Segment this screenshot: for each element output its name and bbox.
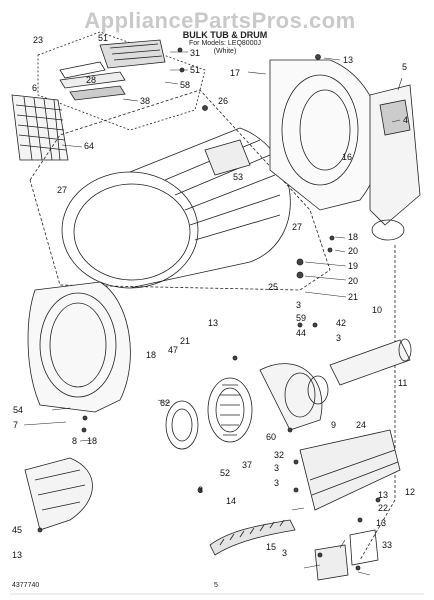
callout-15: 15 <box>266 542 277 552</box>
callout-14: 14 <box>226 496 237 506</box>
doc-number: 4377740 <box>12 582 40 589</box>
callout-4: 4 <box>403 115 409 125</box>
callout-5: 5 <box>402 62 408 72</box>
callout-28: 28 <box>86 75 97 85</box>
callout-51: 51 <box>190 65 201 75</box>
page-number: 5 <box>214 582 218 589</box>
callout-64: 64 <box>84 141 95 151</box>
callout-32: 32 <box>274 450 285 460</box>
callout-19: 19 <box>348 261 359 271</box>
callout-58: 58 <box>180 80 191 90</box>
callout-13: 13 <box>376 518 387 528</box>
callout-3: 3 <box>282 548 288 558</box>
lint-screen-box <box>37 31 206 131</box>
callout-22: 22 <box>378 503 389 513</box>
callout-23: 23 <box>33 35 44 45</box>
callout-8: 8 <box>72 436 78 446</box>
callout-62: 62 <box>160 398 171 408</box>
callout-18: 18 <box>146 350 157 360</box>
callout-3: 3 <box>336 333 342 343</box>
drum <box>61 127 291 289</box>
screws <box>37 47 381 571</box>
callout-20: 20 <box>348 276 359 286</box>
callout-11: 11 <box>398 378 408 388</box>
callout-7: 7 <box>13 420 19 430</box>
callout-3: 3 <box>274 478 280 488</box>
callout-44: 44 <box>296 328 307 338</box>
callout-13: 13 <box>378 490 389 500</box>
callout-16: 16 <box>342 152 353 162</box>
callout-38: 38 <box>140 96 151 106</box>
callout-26: 26 <box>218 96 229 106</box>
lint-screen-part <box>59 39 166 101</box>
callout-53: 53 <box>233 172 244 182</box>
blower-assembly <box>165 363 323 450</box>
callout-18: 18 <box>348 232 359 242</box>
callout-54: 54 <box>13 405 24 415</box>
callout-10: 10 <box>372 305 383 315</box>
callout-13: 13 <box>12 550 23 560</box>
callout-33: 33 <box>382 540 393 550</box>
mount-bracket <box>314 529 379 581</box>
header-model: For Models: LEQ8000J <box>189 40 261 47</box>
callout-59: 59 <box>296 313 307 323</box>
callout-42: 42 <box>336 318 347 328</box>
callout-20: 20 <box>348 246 359 256</box>
callout-13: 13 <box>208 318 219 328</box>
heater-assembly <box>369 84 421 241</box>
callout-24: 24 <box>356 420 367 430</box>
callout-27: 27 <box>57 185 68 195</box>
callout-3: 3 <box>198 485 204 495</box>
duct-dashed <box>359 245 396 561</box>
callout-leaders <box>23 51 403 576</box>
exhaust-duct <box>307 338 412 405</box>
callout-3: 3 <box>274 463 280 473</box>
callout-52: 52 <box>220 468 231 478</box>
header-variant: (White) <box>213 48 237 55</box>
callout-9: 9 <box>331 420 337 430</box>
lint-screen-grid <box>11 94 69 161</box>
callout-60: 60 <box>266 432 277 442</box>
rear-bulkhead <box>269 59 382 211</box>
callout-17: 17 <box>230 68 241 78</box>
callout-21: 21 <box>180 336 191 346</box>
callout-12: 12 <box>405 487 416 497</box>
drum-outline-dashed <box>29 89 331 291</box>
diagram-header: BULK TUB & DRUM For Models: LEQ8000J (Wh… <box>150 30 300 56</box>
lint-duct <box>299 429 401 511</box>
callout-45: 45 <box>12 525 23 535</box>
callout-25: 25 <box>268 282 279 292</box>
heating-element <box>209 519 296 556</box>
callout-37: 37 <box>242 460 253 470</box>
callout-13: 13 <box>343 55 354 65</box>
front-bulkhead <box>27 281 131 413</box>
callout-51: 51 <box>98 33 109 43</box>
front-trim <box>24 457 93 531</box>
callout-3: 3 <box>296 300 302 310</box>
header-title: BULK TUB & DRUM <box>182 30 268 40</box>
watermark: AppliancePartsPros.com <box>84 8 356 33</box>
callout-31: 31 <box>190 48 201 58</box>
callout-6: 6 <box>32 83 38 93</box>
callout-18: 18 <box>87 436 98 446</box>
callout-27: 27 <box>292 222 303 232</box>
callout-47: 47 <box>168 345 179 355</box>
callout-21: 21 <box>348 292 359 302</box>
